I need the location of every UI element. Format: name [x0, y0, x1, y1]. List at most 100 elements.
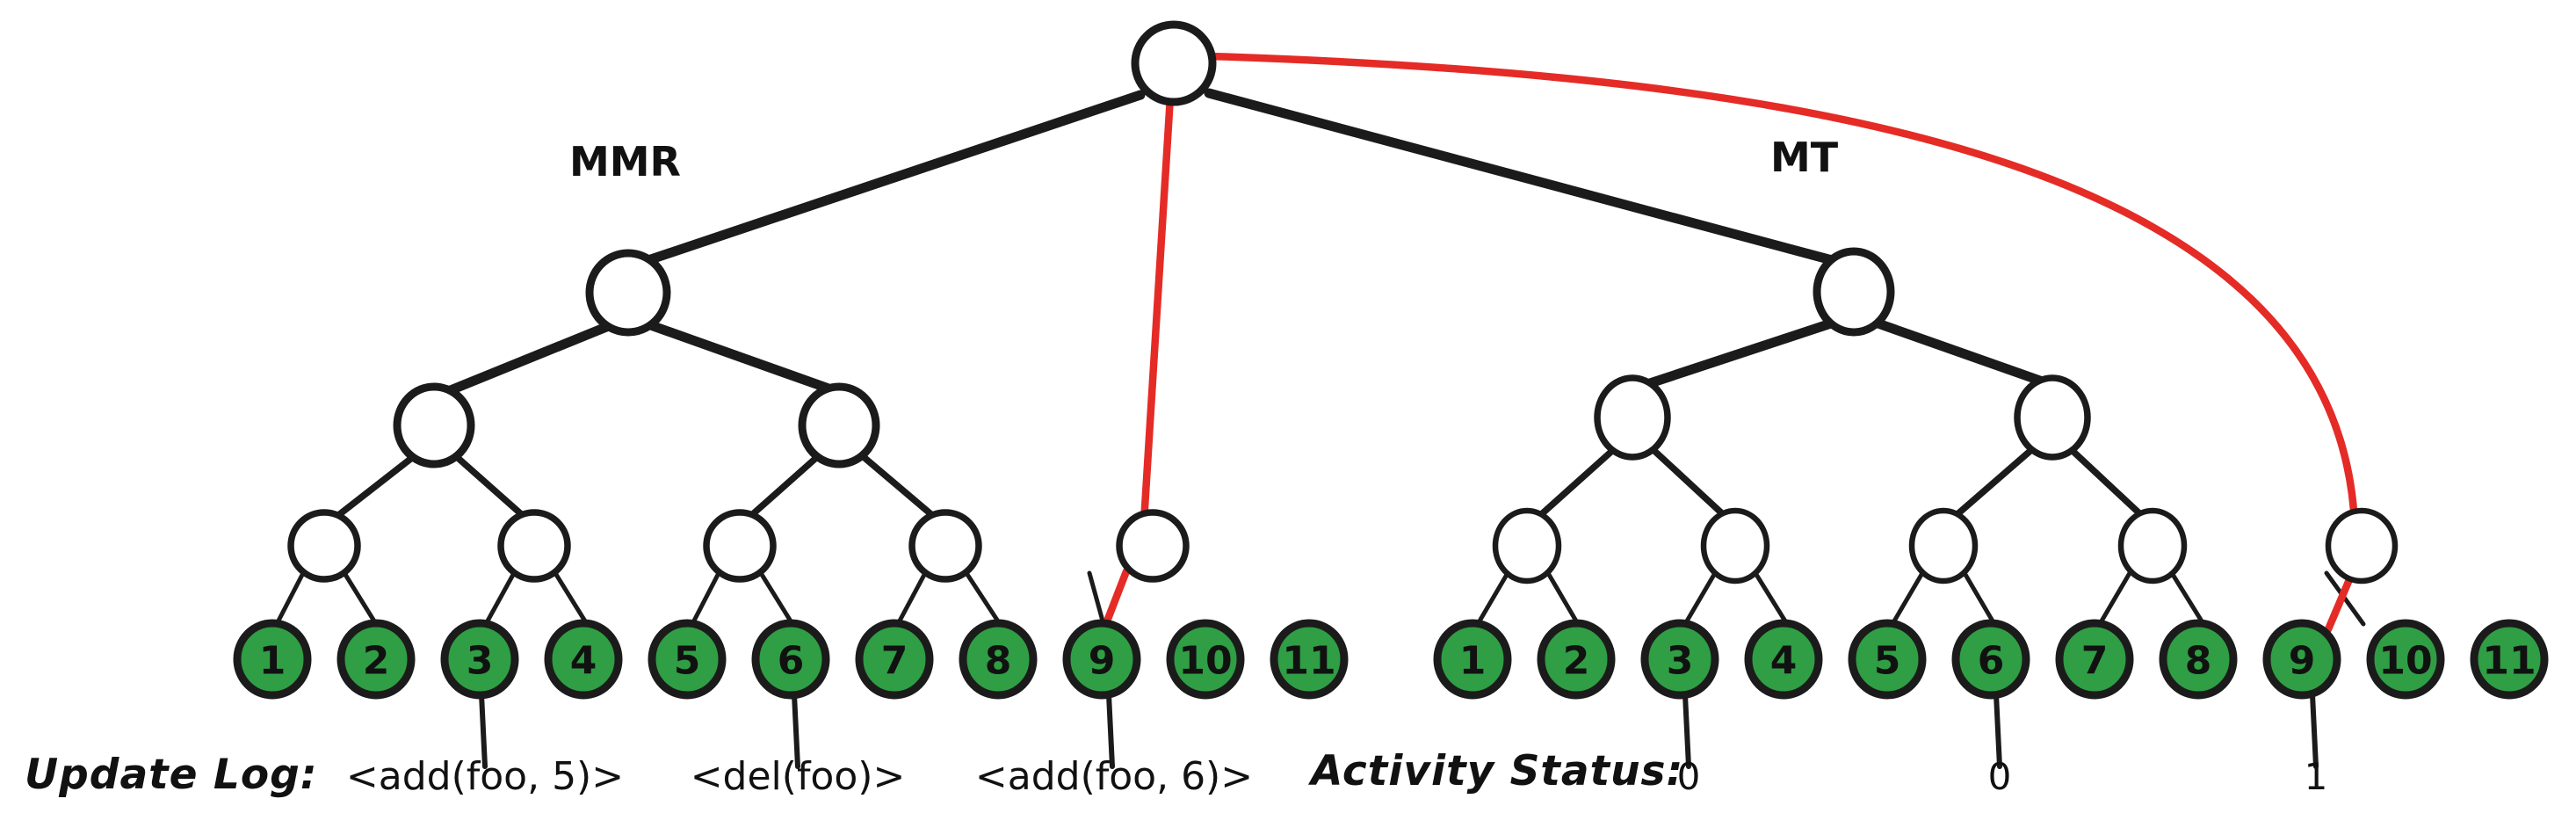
node-root[interactable]: [1131, 20, 1217, 106]
leaf-node-mt-9[interactable]: 9: [2262, 619, 2341, 700]
leaf-node-mt-7[interactable]: 7: [2055, 619, 2134, 700]
stem-mt-leaf6: [1994, 692, 2002, 769]
edge-root-to-mt: [1204, 88, 1850, 269]
leaf-node-mt-11[interactable]: 11: [2470, 619, 2549, 700]
leaf-node-mmr-7[interactable]: 7: [855, 619, 934, 700]
node-mmr-root[interactable]: [585, 249, 671, 337]
node-mmr-l1-right[interactable]: [798, 382, 880, 468]
edge-mmr-l3c-right: [758, 570, 795, 627]
leaf-node-mmr-5[interactable]: 5: [648, 619, 727, 700]
root-edges: [633, 88, 1850, 269]
edge-mmr-l3d-right: [964, 570, 1002, 627]
label-mt: MT: [1770, 134, 1839, 181]
leaf-circle-mt-1[interactable]: [1433, 619, 1512, 700]
leaf-label-mt-1: 1: [1459, 639, 1487, 684]
node-mt-l2-e[interactable]: [2325, 507, 2399, 584]
leaf-circle-mmr-11[interactable]: [1270, 619, 1349, 700]
node-mt-l1-left[interactable]: [1594, 374, 1671, 461]
leaf-node-mmr-9[interactable]: 9: [1062, 619, 1141, 700]
leaf-node-mt-10[interactable]: 10: [2366, 619, 2445, 700]
leaf-node-mt-6[interactable]: 6: [1951, 619, 2030, 700]
leaf-circle-mmr-1[interactable]: [233, 619, 312, 700]
leaf-circle-mmr-6[interactable]: [751, 619, 830, 700]
node-mt-l2-a[interactable]: [1492, 507, 1562, 584]
edge-mt-l3c-left: [1890, 570, 1925, 627]
mmr-edges: [274, 318, 1106, 627]
leaf-circle-mmr-8[interactable]: [959, 619, 1038, 700]
node-mt-l2-c[interactable]: [1908, 507, 1979, 584]
leaf-label-mmr-9: 9: [1089, 639, 1116, 684]
edge-mmr-l3b-right: [553, 570, 590, 627]
leaf-label-mmr-2: 2: [363, 639, 390, 684]
leaf-node-mt-4[interactable]: 4: [1744, 619, 1823, 700]
leaf-label-mt-5: 5: [1874, 639, 1901, 684]
leaf-node-mt-2[interactable]: 2: [1537, 619, 1616, 700]
node-mmr-l2-e[interactable]: [1116, 509, 1190, 583]
leaf-circle-mt-8[interactable]: [2159, 619, 2238, 700]
leaf-circle-mt-4[interactable]: [1744, 619, 1823, 700]
mt-edges: [1475, 316, 2366, 627]
leaf-node-mmr-11[interactable]: 11: [1270, 619, 1349, 700]
leaf-circle-mmr-9[interactable]: [1062, 619, 1141, 700]
edge-root-to-mmr: [633, 90, 1146, 269]
leaf-node-mt-5[interactable]: 5: [1848, 619, 1927, 700]
edge-mmr-l3b-left: [483, 570, 517, 627]
leaf-label-mt-10: 10: [2378, 639, 2432, 684]
leaf-node-mt-8[interactable]: 8: [2159, 619, 2238, 700]
leaf-label-mmr-1: 1: [259, 639, 286, 684]
node-mmr-l2-d[interactable]: [908, 509, 982, 583]
node-mmr-l2-c[interactable]: [703, 509, 777, 583]
leaf-circle-mmr-2[interactable]: [336, 619, 416, 700]
stem-mmr-leaf6: [792, 692, 800, 769]
annotation-stems: [479, 692, 2319, 769]
leaf-node-mmr-4[interactable]: 4: [544, 619, 623, 700]
leaf-circle-mmr-5[interactable]: [648, 619, 727, 700]
node-mmr-l2-b[interactable]: [497, 509, 571, 583]
leaf-circle-mt-9[interactable]: [2262, 619, 2341, 700]
leaf-node-mmr-3[interactable]: 3: [440, 619, 519, 700]
edge-mt-l3b-left: [1682, 570, 1718, 627]
leaf-node-mmr-8[interactable]: 8: [959, 619, 1038, 700]
leaf-circle-mmr-4[interactable]: [544, 619, 623, 700]
leaf-circle-mt-5[interactable]: [1848, 619, 1927, 700]
edge-mt-l3a-left: [1475, 570, 1510, 627]
node-mt-l2-d[interactable]: [2117, 507, 2188, 584]
leaf-label-mmr-11: 11: [1282, 639, 1335, 684]
leaf-circle-mt-10[interactable]: [2366, 619, 2445, 700]
edge-mmr-l3c-left: [690, 570, 721, 627]
leaf-node-mmr-2[interactable]: 2: [336, 619, 416, 700]
leaf-label-mmr-6: 6: [778, 639, 805, 684]
leaf-label-mt-6: 6: [1978, 639, 2005, 684]
leaf-label-mmr-3: 3: [467, 639, 494, 684]
leaf-circle-mt-6[interactable]: [1951, 619, 2030, 700]
edge-mmr-l1-left: [437, 318, 620, 399]
node-mt-l2-b[interactable]: [1700, 507, 1770, 584]
leaf-node-mmr-6[interactable]: 6: [751, 619, 830, 700]
leaf-circle-mmr-3[interactable]: [440, 619, 519, 700]
leaf-circle-mt-7[interactable]: [2055, 619, 2134, 700]
leaf-circle-mt-11[interactable]: [2470, 619, 2549, 700]
node-mt-l1-right[interactable]: [2014, 374, 2091, 461]
leaf-circle-mt-2[interactable]: [1537, 619, 1616, 700]
activity-status-value-2: 1: [2305, 755, 2328, 798]
edge-mmr-l3a-left: [274, 570, 306, 627]
leaf-node-mmr-10[interactable]: 10: [1166, 619, 1245, 700]
leaf-node-mt-3[interactable]: 3: [1640, 619, 1719, 700]
node-mt-root[interactable]: [1813, 247, 1895, 337]
leaf-label-mt-9: 9: [2289, 639, 2316, 684]
leaf-circle-mmr-10[interactable]: [1166, 619, 1245, 700]
leaf-circle-mt-3[interactable]: [1640, 619, 1719, 700]
leaf-node-mmr-1[interactable]: 1: [233, 619, 312, 700]
leaf-node-mt-1[interactable]: 1: [1433, 619, 1512, 700]
highlight-root-to-mt-leaf9: [1206, 52, 2359, 528]
leaf-label-mt-7: 7: [2081, 639, 2109, 684]
node-mmr-l1-left[interactable]: [393, 382, 475, 468]
edge-mmr-l1-right: [640, 318, 849, 399]
update-log-caption: Update Log:: [25, 751, 318, 799]
node-mmr-l2-a[interactable]: [287, 509, 361, 583]
highlight-root-to-mmr-leaf9: [1140, 92, 1175, 526]
leaf-circle-mmr-7[interactable]: [855, 619, 934, 700]
